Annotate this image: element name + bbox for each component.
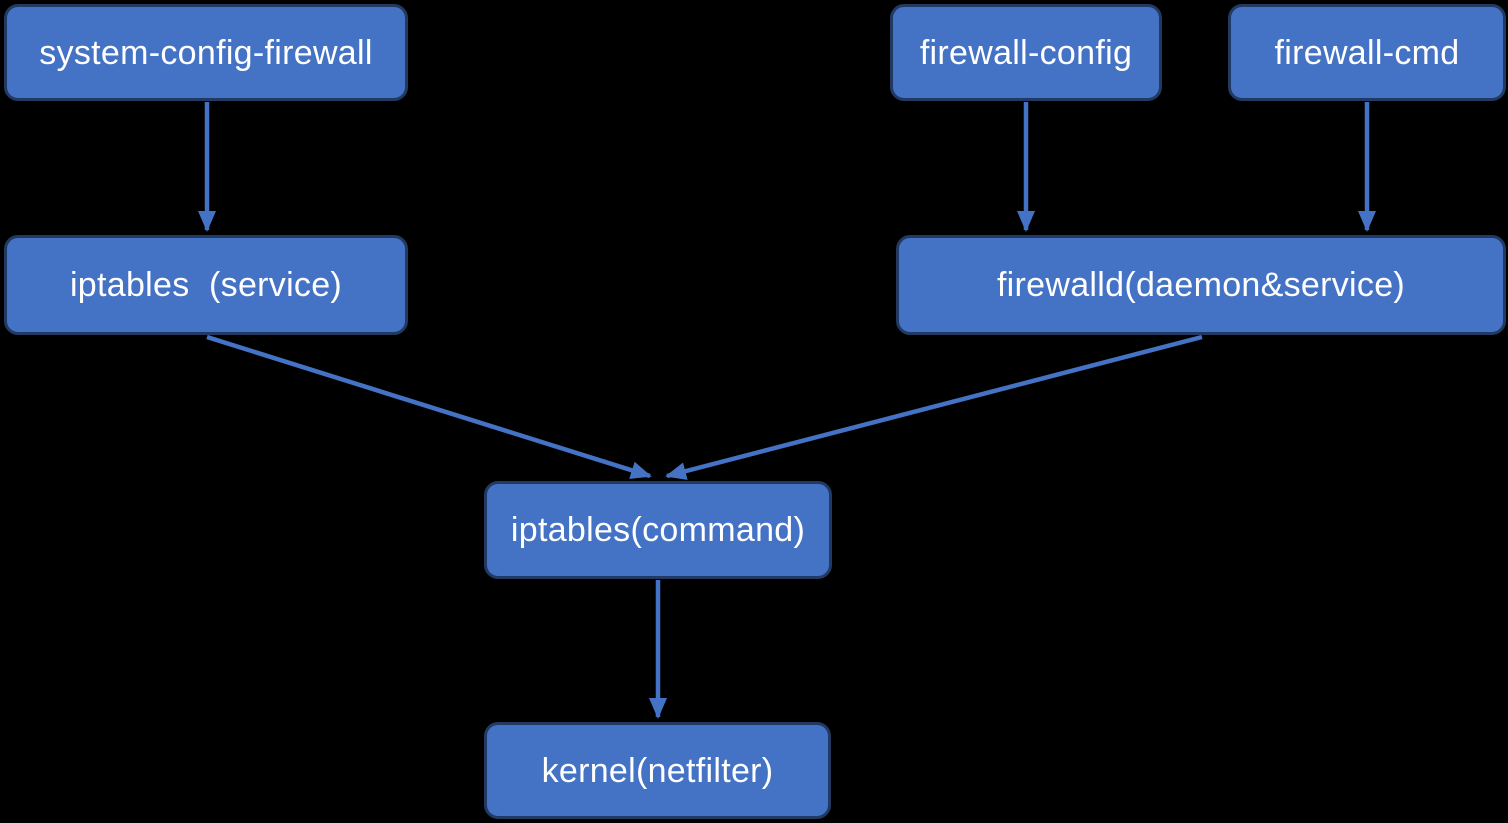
- node-iptables-service: iptables (service): [4, 235, 408, 335]
- node-firewall-config: firewall-config: [890, 4, 1162, 101]
- arrow-iptables-service-to-iptables-command: [206, 334, 652, 479]
- node-firewalld-daemon-service: firewalld(daemon&service): [896, 235, 1506, 335]
- node-firewall-cmd: firewall-cmd: [1228, 4, 1506, 101]
- node-system-config-firewall: system-config-firewall: [4, 4, 408, 101]
- node-iptables-command: iptables(command): [484, 481, 832, 579]
- arrow-firewalld-to-iptables-command: [665, 334, 1203, 480]
- node-kernel-netfilter: kernel(netfilter): [484, 722, 831, 819]
